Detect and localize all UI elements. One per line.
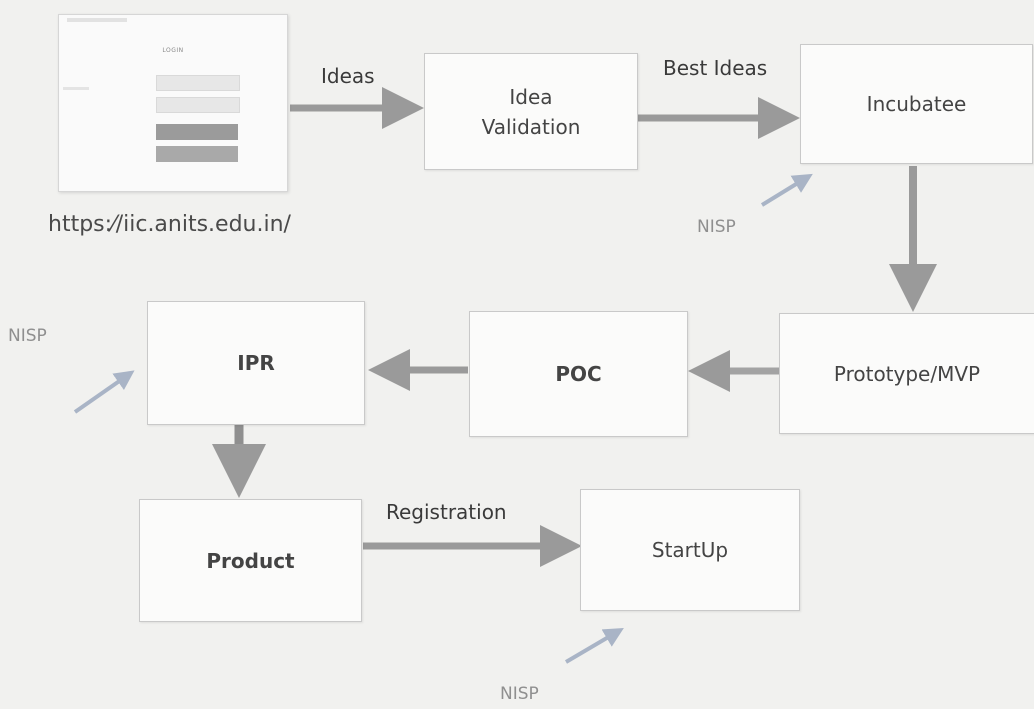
nisp-arrow-ipr xyxy=(73,370,135,414)
node-incubatee: Incubatee xyxy=(800,44,1033,164)
node-poc: POC xyxy=(469,311,688,437)
username-field xyxy=(156,75,240,91)
login-title: LOGIN xyxy=(162,47,184,54)
label-ideas: Ideas xyxy=(321,64,375,88)
sidebar-stub xyxy=(63,87,89,90)
node-idea-validation: Idea Validation xyxy=(424,53,638,170)
login-button xyxy=(156,124,238,140)
nisp-label-ipr: NISP xyxy=(8,326,47,346)
node-ipr: IPR xyxy=(147,301,365,425)
site-url: https:⁄/iic.anits.edu.in/ xyxy=(48,212,291,237)
node-startup: StartUp xyxy=(580,489,800,611)
nisp-label-startup: NISP xyxy=(500,684,539,704)
browser-bar xyxy=(67,18,127,22)
node-prototype-mvp: Prototype/MVP xyxy=(779,313,1034,434)
label-registration: Registration xyxy=(386,500,507,524)
login-screenshot: LOGIN xyxy=(58,14,288,192)
password-field xyxy=(156,97,240,113)
register-button xyxy=(156,146,238,162)
node-product: Product xyxy=(139,499,362,622)
nisp-arrow-incubatee xyxy=(760,173,813,207)
nisp-label-incubatee: NISP xyxy=(697,217,736,237)
nisp-arrow-startup xyxy=(564,627,624,664)
label-best-ideas: Best Ideas xyxy=(663,56,768,80)
